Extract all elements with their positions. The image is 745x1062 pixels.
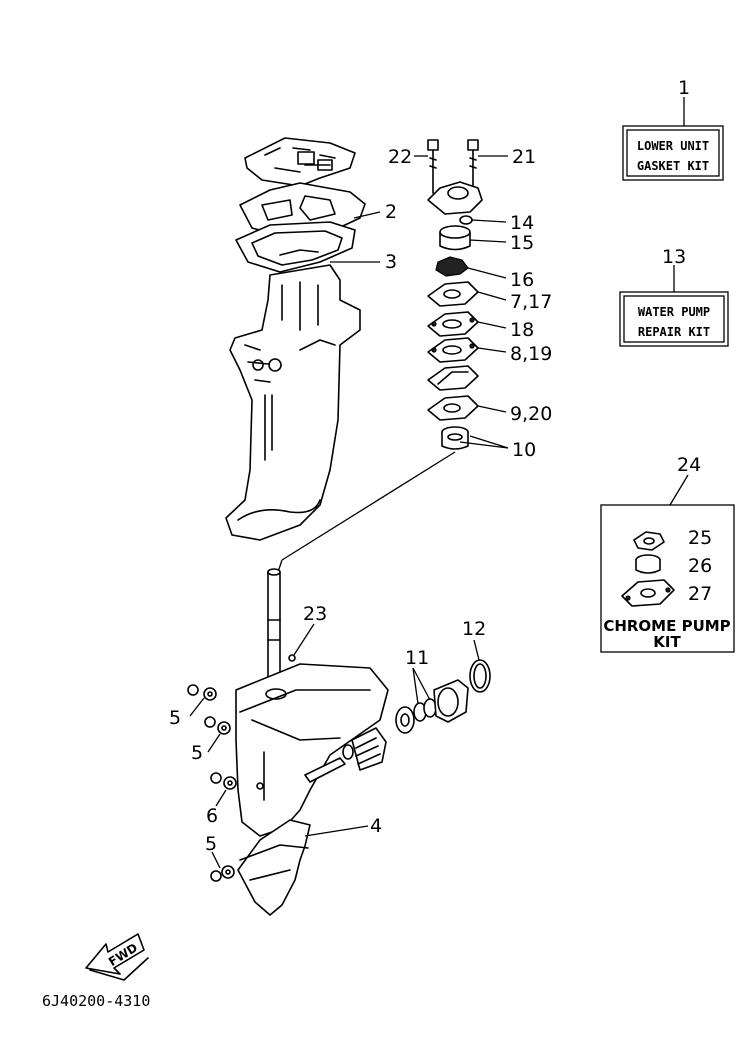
drive-shaft-housing (225, 264, 361, 541)
callout-16: 16 (510, 269, 534, 291)
kit-number-1: 1 (678, 77, 690, 99)
diagram-code: 6J40200-4310 (42, 992, 150, 1010)
chrome-kit-item-27: 27 (688, 583, 712, 605)
chrome-kit-item-25: 25 (688, 527, 712, 549)
forward-direction-arrow: FWD (85, 933, 149, 981)
callout-12: 12 (462, 618, 486, 640)
callout-15: 15 (510, 232, 534, 254)
upper-gasket-plates (235, 137, 366, 273)
water-pump-kit-line2: REPAIR KIT (638, 325, 710, 339)
callout-3: 3 (385, 251, 397, 273)
water-pump-kit-line1: WATER PUMP (638, 305, 710, 319)
anode-plate (237, 819, 311, 916)
lower-unit-kit-line2: GASKET KIT (637, 159, 709, 173)
water-pump-repair-kit: 13 WATER PUMP REPAIR KIT (619, 246, 729, 347)
callout-6: 6 (206, 805, 218, 827)
callout-23: 23 (303, 603, 327, 625)
callout-5-a: 5 (169, 707, 181, 729)
chrome-kit-item-26: 26 (688, 555, 712, 577)
chrome-kit-line1: CHROME PUMP (603, 617, 730, 635)
callout-10: 10 (512, 439, 536, 461)
callouts: 22 21 2 3 14 15 16 7,17 18 8,19 9,20 10 … (169, 146, 552, 855)
lower-gearcase (235, 654, 389, 837)
water-pump-components (427, 139, 483, 450)
bolts (187, 684, 237, 882)
kit-number-24: 24 (677, 454, 701, 476)
callout-7-17: 7,17 (510, 291, 552, 313)
callout-9-20: 9,20 (510, 403, 552, 425)
callout-2: 2 (385, 201, 397, 223)
lower-unit-gasket-kit: 1 LOWER UNIT GASKET KIT (622, 77, 724, 181)
callout-5-b: 5 (191, 742, 203, 764)
chrome-kit-line2: KIT (653, 633, 681, 651)
callout-8-19: 8,19 (510, 343, 552, 365)
callout-22: 22 (388, 146, 412, 168)
gears-and-bearings (342, 659, 491, 771)
callout-18: 18 (510, 319, 534, 341)
callout-4: 4 (370, 815, 382, 837)
callout-11: 11 (405, 647, 429, 669)
chrome-pump-kit: 24 25 26 27 CHROME PUMP KIT (600, 454, 735, 653)
callout-14: 14 (510, 212, 534, 234)
callout-5-c: 5 (205, 833, 217, 855)
kit-number-13: 13 (662, 246, 686, 268)
callout-21: 21 (512, 146, 536, 168)
lower-unit-kit-line1: LOWER UNIT (637, 139, 709, 153)
